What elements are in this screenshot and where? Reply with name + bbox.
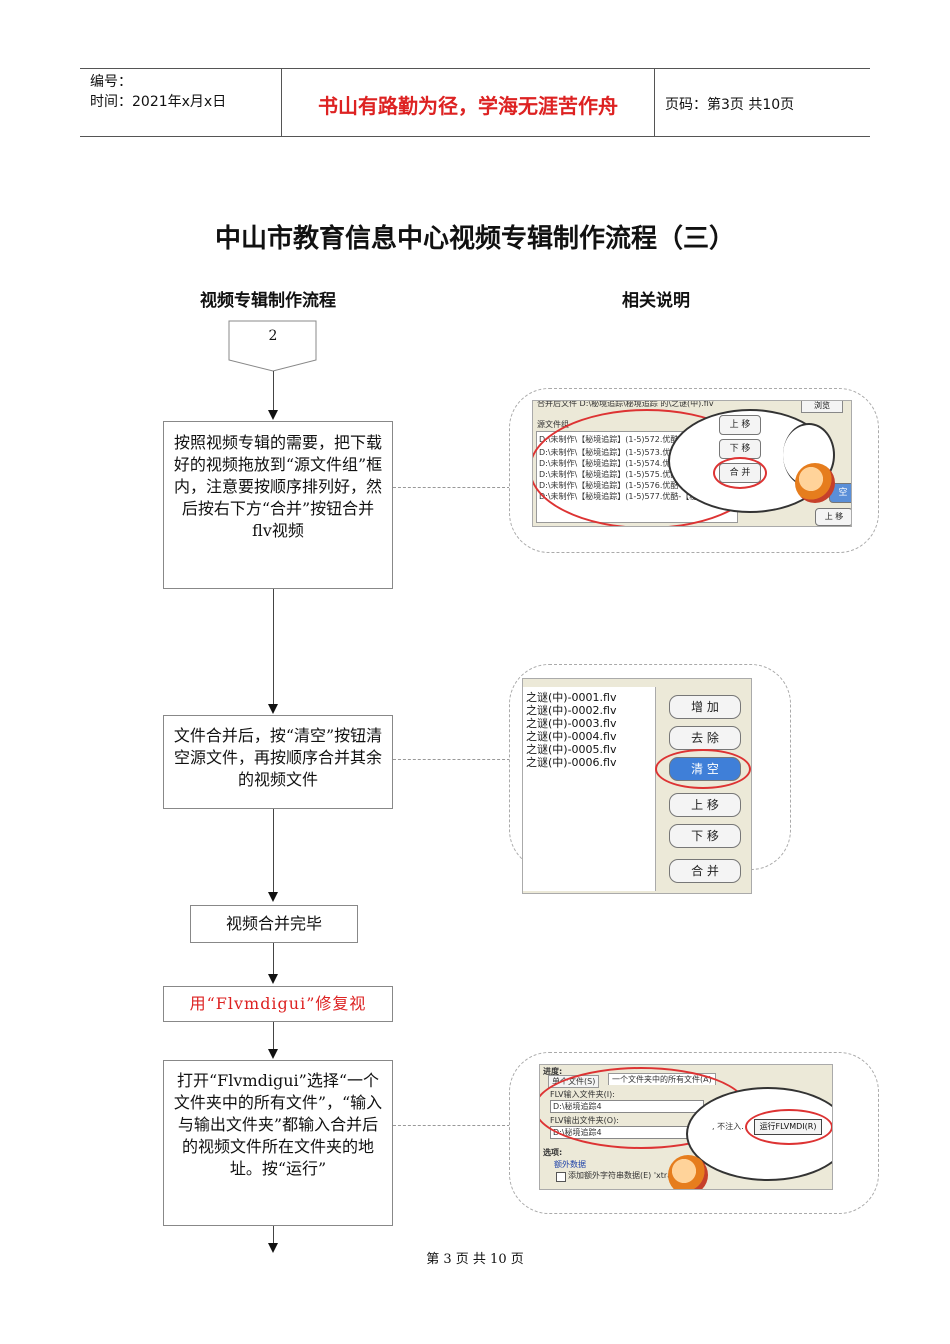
- header-motto: 书山有路勤为径，学海无涯苦作舟: [318, 94, 618, 118]
- run-highlight-ellipse: [745, 1109, 832, 1145]
- remove-button[interactable]: 去 除: [669, 726, 741, 750]
- options-label: 选项:: [543, 1148, 563, 1157]
- move-up-button[interactable]: 上 移: [719, 415, 761, 435]
- step-text: 视频合并完毕: [225, 914, 322, 933]
- merge-highlight-ellipse: [713, 457, 767, 489]
- step-drag-files: 按照视频专辑的需要，把下载好的视频拖放到“源文件组”框内，注意要按顺序排列好，然…: [163, 421, 393, 589]
- list-item[interactable]: 之谜(中)-0004.flv: [526, 730, 617, 743]
- list-item[interactable]: 之谜(中)-0001.flv: [526, 691, 617, 704]
- list-item[interactable]: 之谜(中)-0006.flv: [526, 756, 617, 769]
- date-label: 时间：2021年x月x日: [90, 94, 227, 110]
- serial-label: 编号：: [90, 74, 132, 90]
- header-meta: 编号： 时间：2021年x月x日: [90, 72, 226, 112]
- move-up-button[interactable]: 上 移: [669, 793, 741, 817]
- column-heading-notes: 相关说明: [622, 291, 690, 311]
- monkey-mascot-icon: [795, 463, 835, 503]
- output-file-label: 合并后文件 D:\秘境追踪\秘境追踪 的\之谜(中).flv: [537, 400, 714, 408]
- file-list-screenshot: 之谜(中)-0001.flv 之谜(中)-0002.flv 之谜(中)-0003…: [522, 678, 752, 894]
- move-down-button[interactable]: 下 移: [669, 824, 741, 848]
- arrow-down-icon: [268, 1049, 278, 1059]
- clear-highlight-ellipse: [655, 749, 751, 789]
- step-text: 打开“Flvmdigui”选择“一个文件夹中的所有文件”，“输入与输出文件夹”都…: [173, 1071, 383, 1178]
- flvmdigui-screenshot: 进度: 单个文件(S) 一个文件夹中的所有文件(A) FLV输入文件夹(I): …: [539, 1064, 833, 1190]
- flow-line: [273, 589, 274, 705]
- header-divider: [281, 68, 282, 136]
- mode-label: 进度:: [543, 1067, 563, 1076]
- flow-line: [273, 1022, 274, 1050]
- add-button[interactable]: 增 加: [669, 695, 741, 719]
- extra-data-checkbox[interactable]: [556, 1172, 566, 1182]
- header-top-rule: [80, 68, 870, 69]
- offpage-connector: [228, 320, 317, 372]
- step-text: 用“Flvmdigui”修复视: [189, 994, 367, 1013]
- leader-line: [393, 759, 510, 760]
- step-text: 按照视频专辑的需要，把下载好的视频拖放到“源文件组”框内，注意要按顺序排列好，然…: [173, 433, 383, 540]
- browse-button[interactable]: 浏览: [801, 401, 843, 413]
- flow-line: [273, 371, 274, 411]
- source-group-label: 源文件组: [537, 420, 569, 429]
- flow-line: [273, 943, 274, 975]
- step-text: 文件合并后，按“清空”按钮清空源文件，再按顺序合并其余的视频文件: [173, 726, 383, 789]
- merge-button[interactable]: 合 并: [669, 859, 741, 883]
- header-bottom-rule: [80, 136, 870, 137]
- notice-text: , 不注入.: [712, 1122, 744, 1131]
- step-merge-complete: 视频合并完毕: [190, 905, 358, 943]
- step-clear-files: 文件合并后，按“清空”按钮清空源文件，再按顺序合并其余的视频文件: [163, 715, 393, 809]
- leader-line: [393, 1125, 510, 1126]
- list-item[interactable]: 之谜(中)-0005.flv: [526, 743, 617, 756]
- extra-data-label: 额外数据: [554, 1160, 586, 1169]
- arrow-down-icon: [268, 1243, 278, 1253]
- header-page-number: 页码：第3页 共10页: [665, 97, 795, 113]
- arrow-down-icon: [268, 704, 278, 714]
- list-item[interactable]: 之谜(中)-0002.flv: [526, 704, 617, 717]
- extra-data-checkbox-label: 添加额外字符串数据(E) 'xtradata': [568, 1171, 693, 1180]
- column-heading-flow: 视频专辑制作流程: [200, 291, 336, 311]
- flow-line: [273, 809, 274, 893]
- header-divider: [654, 68, 655, 136]
- merge-tool-screenshot: 合并后文件 D:\秘境追踪\秘境追踪 的\之谜(中).flv 浏览 源文件组 D…: [532, 400, 852, 527]
- list-item[interactable]: 之谜(中)-0003.flv: [526, 717, 617, 730]
- arrow-down-icon: [268, 410, 278, 420]
- connector-number: 2: [268, 328, 278, 344]
- arrow-down-icon: [268, 974, 278, 984]
- move-up-button[interactable]: 上 移: [815, 508, 851, 526]
- merge-file-list[interactable]: 之谜(中)-0001.flv 之谜(中)-0002.flv 之谜(中)-0003…: [523, 687, 656, 891]
- step-run-flvmdigui: 打开“Flvmdigui”选择“一个文件夹中的所有文件”，“输入与输出文件夹”都…: [163, 1060, 393, 1226]
- flow-line: [273, 1226, 274, 1244]
- move-down-button[interactable]: 下 移: [719, 439, 761, 459]
- leader-line: [393, 487, 510, 488]
- monkey-mascot-icon: [668, 1155, 708, 1189]
- step-flvmdigui-heading: 用“Flvmdigui”修复视: [163, 986, 393, 1022]
- document-title: 中山市教育信息中心视频专辑制作流程（三）: [214, 224, 735, 254]
- arrow-down-icon: [268, 892, 278, 902]
- page-footer: 第 3 页 共 10 页: [426, 1252, 524, 1267]
